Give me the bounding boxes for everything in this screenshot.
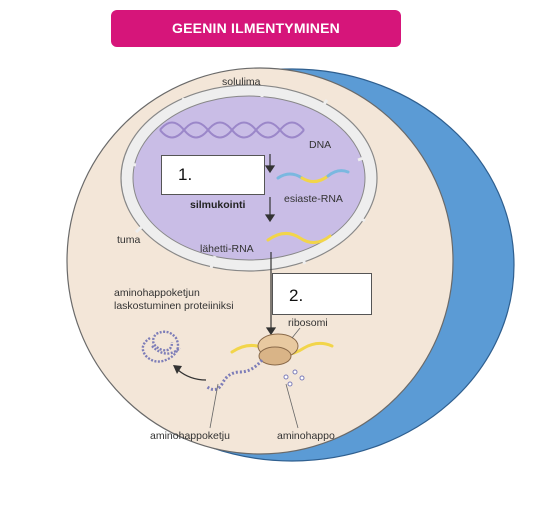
label-amino-acid-chain: aminohappoketju bbox=[150, 430, 230, 442]
dna-helix bbox=[159, 121, 305, 139]
nuclear-pores bbox=[123, 86, 370, 269]
title-banner: GEENIN ILMENTYMINEN bbox=[111, 10, 401, 47]
diagram-title: GEENIN ILMENTYMINEN bbox=[172, 20, 340, 36]
label-cytoplasm: solulima bbox=[222, 76, 261, 88]
label-pre-rna: esiaste-RNA bbox=[284, 193, 343, 205]
folding-arrow-head bbox=[173, 365, 182, 374]
mrna-strand-nucleus bbox=[266, 232, 332, 244]
amino-acid-chain bbox=[205, 359, 264, 391]
folded-protein bbox=[141, 330, 181, 363]
folding-arrow bbox=[177, 369, 207, 381]
answer-box-1-number: 1. bbox=[178, 165, 193, 184]
answer-box-2-number: 2. bbox=[289, 286, 304, 305]
label-dna: DNA bbox=[309, 139, 332, 151]
label-ribosome: ribosomi bbox=[288, 317, 328, 329]
label-folding-line2: laskostuminen proteiiniksi bbox=[114, 300, 234, 312]
answer-box-2[interactable]: 2. bbox=[272, 273, 372, 315]
answer-box-1[interactable]: 1. bbox=[161, 155, 265, 195]
label-folding-line1: aminohappoketjun bbox=[114, 287, 200, 299]
label-mrna: lähetti-RNA bbox=[200, 243, 254, 255]
pre-rna-strand bbox=[276, 169, 350, 183]
label-nucleus: tuma bbox=[117, 234, 141, 246]
leader-lines bbox=[209, 327, 301, 429]
process-arrows bbox=[264, 154, 277, 336]
free-amino-acids bbox=[283, 369, 305, 387]
ribosome bbox=[257, 333, 299, 366]
label-splicing: silmukointi bbox=[190, 199, 246, 211]
label-amino-acid: aminohappo bbox=[277, 430, 335, 442]
